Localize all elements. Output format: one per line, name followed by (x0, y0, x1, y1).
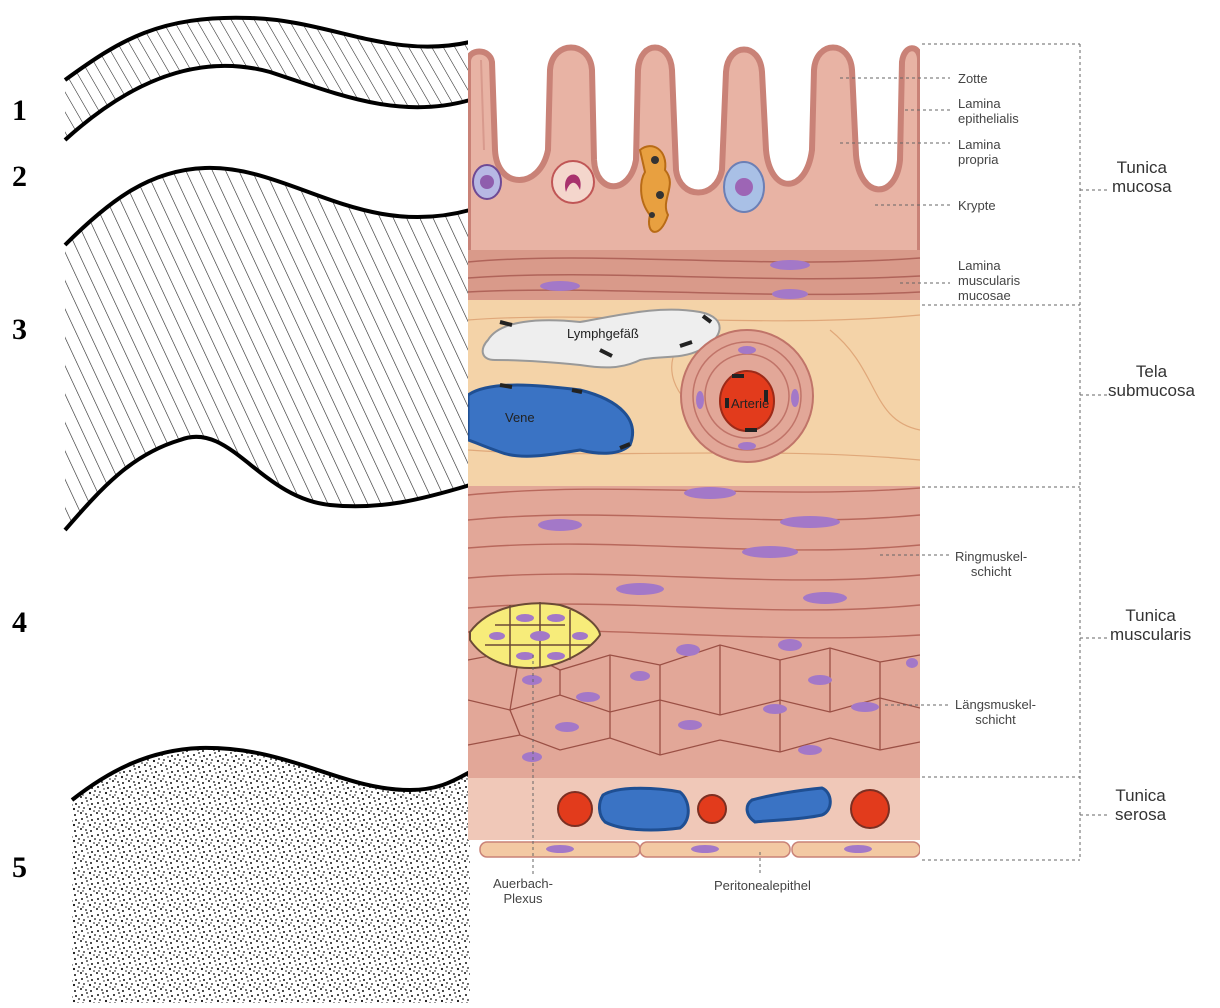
label-lymphgefaess: Lymphgefäß (567, 326, 639, 341)
label-vene: Vene (505, 410, 535, 425)
label-arterie: Arterie (731, 396, 769, 411)
histology-panel (468, 40, 920, 857)
label-zotte: Zotte (958, 71, 988, 86)
label-laengsmuskelschicht: Längsmuskel-schicht (955, 697, 1036, 727)
layer-number-3: 3 (12, 313, 27, 347)
schematic-band-5 (72, 748, 470, 1003)
schematic-layers (65, 18, 470, 1003)
layer-number-5: 5 (12, 851, 27, 885)
schematic-band-1 (65, 18, 470, 140)
layer-number-1: 1 (12, 94, 27, 128)
label-ringmuskelschicht: Ringmuskel-schicht (955, 549, 1027, 579)
label-auerbach-plexus: Auerbach-Plexus (493, 876, 553, 906)
layer-number-2: 2 (12, 160, 27, 194)
layer-number-4: 4 (12, 606, 27, 640)
label-peritonealepithel: Peritonealepithel (714, 878, 811, 893)
label-krypte: Krypte (958, 198, 996, 213)
